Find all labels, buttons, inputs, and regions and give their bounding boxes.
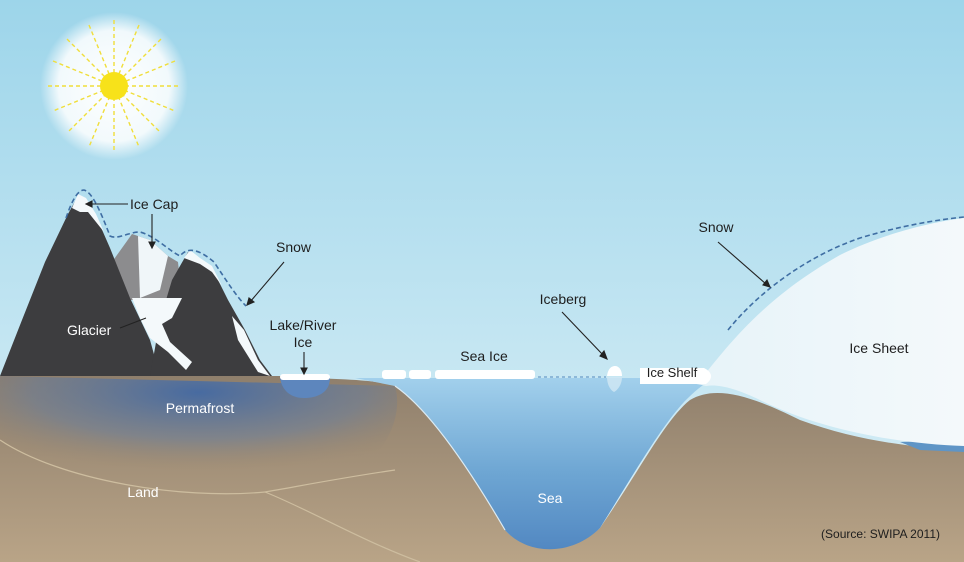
sea-ice-floes [382, 370, 535, 379]
land-contours [0, 439, 421, 562]
permafrost-area [0, 376, 398, 487]
ice-shelf [640, 368, 712, 384]
label-ice-cap: Ice Cap [130, 196, 178, 212]
source-credit: (Source: SWIPA 2011) [821, 527, 940, 541]
label-permafrost: Permafrost [166, 400, 235, 416]
sea-area [355, 378, 714, 550]
label-sea: Sea [538, 490, 563, 506]
ice-sheet [640, 218, 964, 446]
snow-line-left [65, 189, 247, 307]
label-ice-sheet: Ice Sheet [849, 340, 908, 356]
label-ice-shelf: Ice Shelf [647, 365, 698, 380]
label-snow-left: Snow [276, 239, 312, 255]
lake-river-ice [280, 374, 330, 380]
snow-line-right [727, 216, 964, 331]
sun-icon [40, 12, 188, 160]
iceberg [607, 366, 622, 392]
label-glacier: Glacier [67, 322, 112, 338]
label-land: Land [127, 484, 158, 500]
lake [280, 378, 330, 398]
mountains [0, 194, 272, 376]
leader-lines [84, 200, 771, 376]
label-snow-right: Snow [698, 219, 734, 235]
label-lake-river-ice-line1: Lake/River [270, 317, 337, 333]
label-sea-ice: Sea Ice [460, 348, 508, 364]
label-lake-river-ice-line2: Ice [294, 334, 313, 350]
label-iceberg: Iceberg [540, 291, 587, 307]
